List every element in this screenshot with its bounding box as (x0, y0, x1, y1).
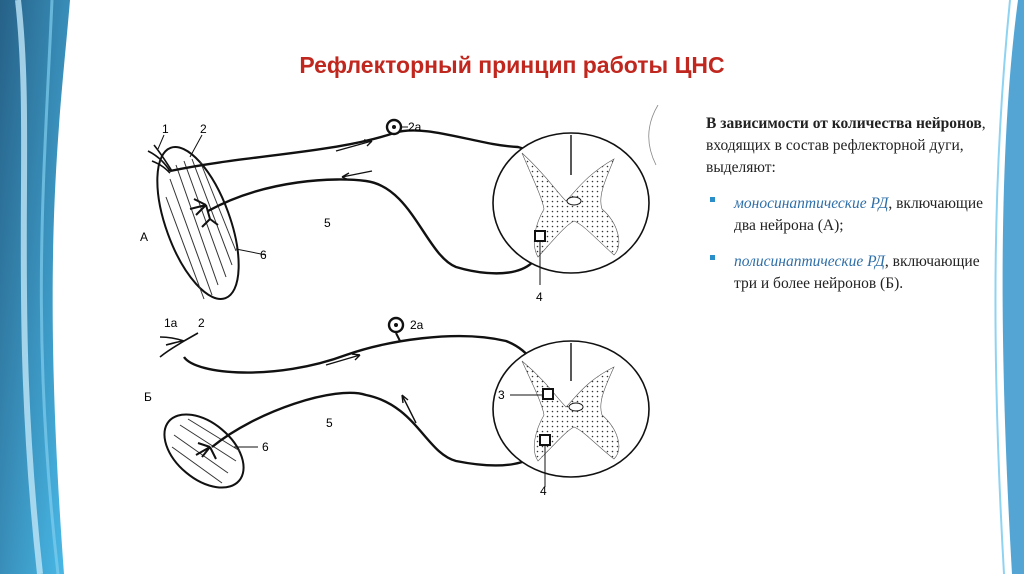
intro-rest: , входящих в состав рефлекторной дуги, в… (706, 115, 986, 176)
label-2a-a: 2а (408, 120, 422, 134)
afferent-fiber-b (183, 334, 548, 396)
arrow-efferent-b (401, 394, 417, 424)
left-stripe-light (15, 0, 43, 574)
label-2a-b: 2а (410, 318, 424, 332)
label-6-b: 6 (262, 440, 269, 454)
label-5-a: 5 (324, 216, 331, 230)
motor-neuron-b (539, 434, 551, 446)
list-item: моносинаптические РД, включающие два ней… (706, 193, 1006, 237)
side-text: В зависимости от количества нейронов, вх… (706, 113, 1006, 309)
list-item-text: , включающие два нейрона (А); (734, 195, 984, 234)
interneuron-b (542, 388, 554, 400)
list-item: полисинаптические РД, включающие три и б… (706, 251, 1006, 295)
label-2-a: 2 (200, 122, 207, 136)
grey-matter-a (521, 152, 620, 258)
label-4-a: 4 (536, 290, 543, 304)
label-4-b: 4 (540, 484, 547, 497)
efferent-fiber-a (207, 178, 542, 275)
left-stripe (0, 0, 70, 574)
page-title: Рефлекторный принцип работы ЦНС (299, 52, 725, 78)
right-stripe (1002, 0, 1024, 574)
list-item-term: полисинаптические РД (734, 253, 885, 270)
receptor-a (147, 144, 173, 174)
diagram-b: Б 1а 2 2а 3 5 6 4 (144, 316, 650, 497)
diagram-a: А 1 2 2а 5 6 4 (140, 105, 659, 304)
label-3: 3 (498, 388, 505, 402)
motor-neuron-a (534, 230, 546, 242)
intro-paragraph: В зависимости от количества нейронов, вх… (706, 113, 1006, 179)
muscle-b (163, 413, 245, 489)
receptor-b (159, 332, 199, 358)
bullet-icon (710, 255, 715, 260)
label-B: Б (144, 390, 152, 404)
muscle-a-fibers (165, 158, 237, 300)
arrow-afferent-b (325, 353, 361, 366)
motor-ending-b (195, 442, 217, 460)
arc-types-list: моносинаптические РД, включающие два ней… (706, 193, 1006, 295)
label-5-b: 5 (326, 416, 333, 430)
label-A: А (140, 230, 148, 244)
left-stripe-thin (39, 0, 60, 574)
right-stripe-thin (994, 0, 1011, 574)
label-1: 1 (162, 122, 169, 136)
arrow-afferent-a (335, 139, 373, 152)
list-item-term: моносинаптические РД (734, 195, 889, 212)
list-item-text: , включающие три и более нейронов (Б). (734, 253, 980, 292)
intro-bold: В зависимости от количества нейронов (706, 115, 982, 132)
bullet-icon (710, 197, 715, 202)
arrow-efferent-a (341, 170, 373, 181)
muscle-a (156, 146, 240, 300)
label-2-b: 2 (198, 316, 205, 330)
reflex-arc-figure: А 1 2 2а 5 6 4 (126, 105, 691, 497)
motor-ending-a (189, 198, 219, 228)
label-1a: 1а (164, 316, 178, 330)
reflex-arc-diagram: А 1 2 2а 5 6 4 (140, 105, 659, 497)
